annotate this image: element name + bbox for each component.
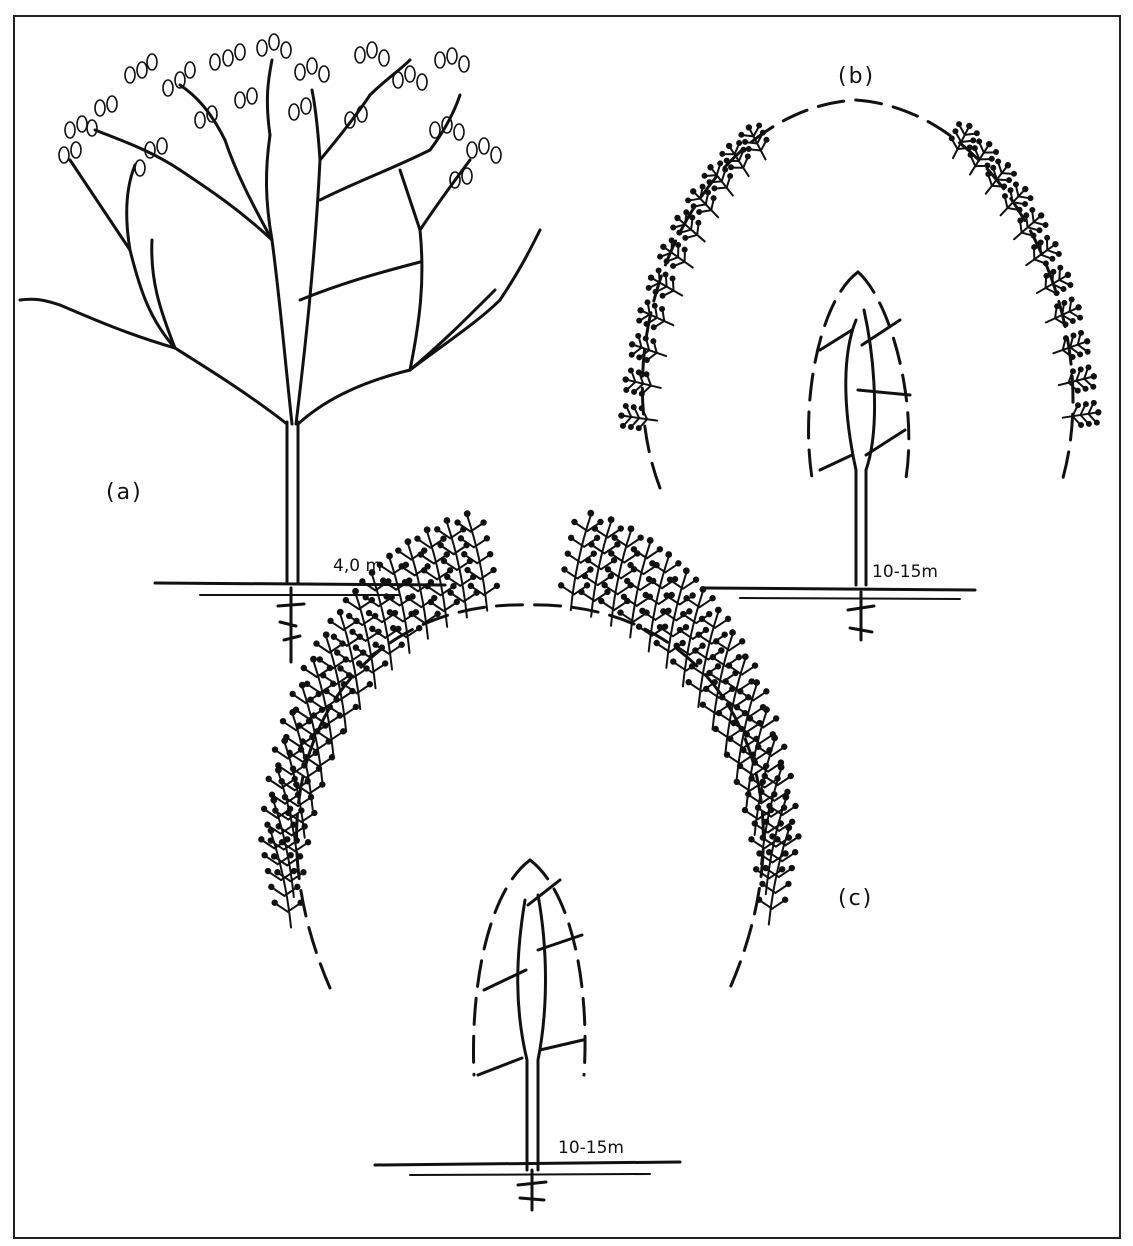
panel-a-label: (a) <box>106 480 143 505</box>
tree-b-drawing <box>619 100 1100 640</box>
panel-a-height-label: 4,0 m <box>333 556 382 576</box>
tree-b-ground-line-lower <box>740 598 960 599</box>
tree-c-drawing <box>259 511 801 1210</box>
panel-c-label: (c) <box>838 886 873 911</box>
tree-c-ground-line <box>375 1162 680 1165</box>
tree-b-trunk <box>846 310 875 585</box>
tree-b-branchlets <box>619 122 1100 430</box>
panel-b-height-label: 10-15m <box>872 562 938 582</box>
tree-b-ground-line <box>705 588 975 590</box>
tree-c-trunk <box>518 895 546 1170</box>
tree-c-ground-line-lower <box>410 1174 650 1175</box>
tree-c-roots <box>518 1170 546 1210</box>
tree-a-leaf-clusters <box>59 34 501 188</box>
tree-c-inner-branches <box>478 880 583 1075</box>
tree-c-crown-arc <box>297 605 764 988</box>
figure-border <box>14 16 1120 1238</box>
tree-b-inner-crown <box>809 272 909 478</box>
tree-a-ground-line <box>155 583 445 585</box>
panel-c-height-label: 10-15m <box>558 1138 624 1158</box>
tree-a-trunk <box>287 422 298 583</box>
tree-b-inner-branches <box>820 320 910 470</box>
tree-b-crown-arc <box>642 100 1073 488</box>
panel-b-label: (b) <box>838 64 875 89</box>
tree-a-roots <box>278 588 304 662</box>
